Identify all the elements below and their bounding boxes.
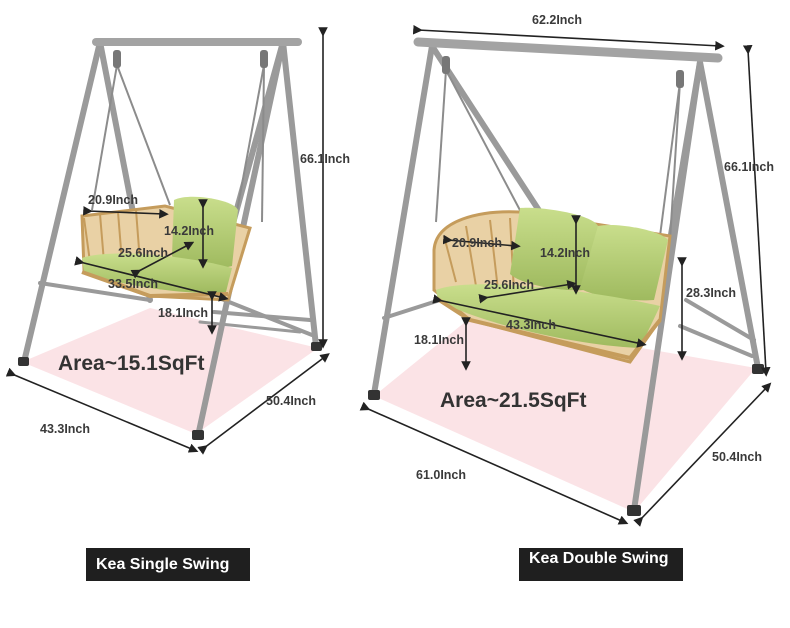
double-top-bar (413, 37, 723, 63)
double-area-text: Area~21.5SqFt (440, 389, 587, 412)
double-base-depth-dim: 50.4Inch (712, 450, 763, 464)
single-seat-depth-dim: 25.6Inch (118, 246, 169, 260)
double-back-cushion-right (580, 224, 668, 301)
double-floor-area (374, 318, 756, 512)
double-top-bar-dim: 62.2Inch (532, 13, 583, 27)
single-swing (5, 27, 330, 455)
double-swing (359, 24, 772, 527)
double-base-width-dim: 61.0Inch (416, 468, 467, 482)
single-back-height-dim: 14.2Inch (164, 224, 215, 238)
single-base-width-dim: 43.3Inch (40, 422, 91, 436)
double-seat-depth-dim: 25.6Inch (484, 278, 535, 292)
single-height-dim: 66.1Inch (300, 152, 351, 166)
double-arm-height-dim: 28.3Inch (686, 286, 737, 300)
single-seat-length-dim: 33.5Inch (108, 277, 159, 291)
single-base-depth-dim: 50.4Inch (266, 394, 317, 408)
double-back-height-dim: 14.2Inch (540, 246, 591, 260)
single-area-text: Area~15.1SqFt (58, 352, 205, 375)
double-swing-label: Kea Double Swing (519, 548, 683, 581)
double-clearance-dim: 18.1Inch (414, 333, 465, 347)
double-seat-width-dim: 20.9Inch (452, 236, 503, 250)
double-seat-length-dim: 43.3Inch (506, 318, 557, 332)
single-swing-label: Kea Single Swing (86, 548, 250, 581)
single-clearance-dim: 18.1Inch (158, 306, 209, 320)
double-height-dim: 66.1Inch (724, 160, 775, 174)
single-seat-width-dim: 20.9Inch (88, 193, 139, 207)
